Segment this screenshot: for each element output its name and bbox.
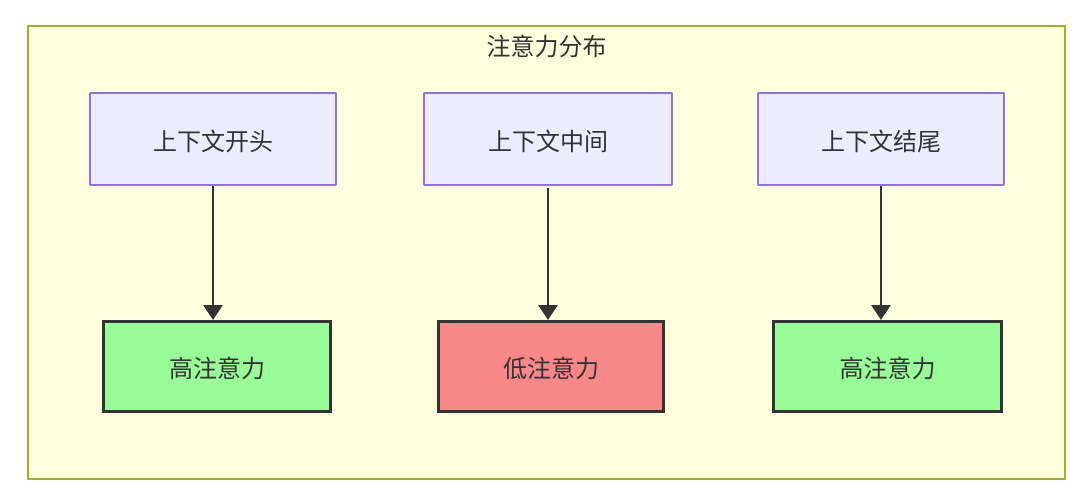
node-context-middle: 上下文中间	[423, 92, 673, 186]
arrow-shaft	[547, 188, 549, 308]
arrow-shaft	[212, 186, 214, 308]
diagram-title: 注意力分布	[486, 34, 607, 61]
node-high-attention-right: 高注意力	[772, 320, 1003, 413]
arrowhead-icon	[203, 305, 223, 320]
node-context-beginning: 上下文开头	[89, 92, 337, 186]
arrow-down-icon	[538, 188, 558, 320]
arrowhead-icon	[871, 305, 891, 320]
arrowhead-icon	[538, 305, 558, 320]
arrow-down-icon	[203, 186, 223, 320]
node-low-attention: 低注意力	[437, 320, 665, 413]
node-context-end: 上下文结尾	[757, 92, 1005, 186]
node-high-attention-left: 高注意力	[102, 320, 332, 413]
arrow-down-icon	[871, 186, 891, 320]
arrow-shaft	[880, 186, 882, 308]
